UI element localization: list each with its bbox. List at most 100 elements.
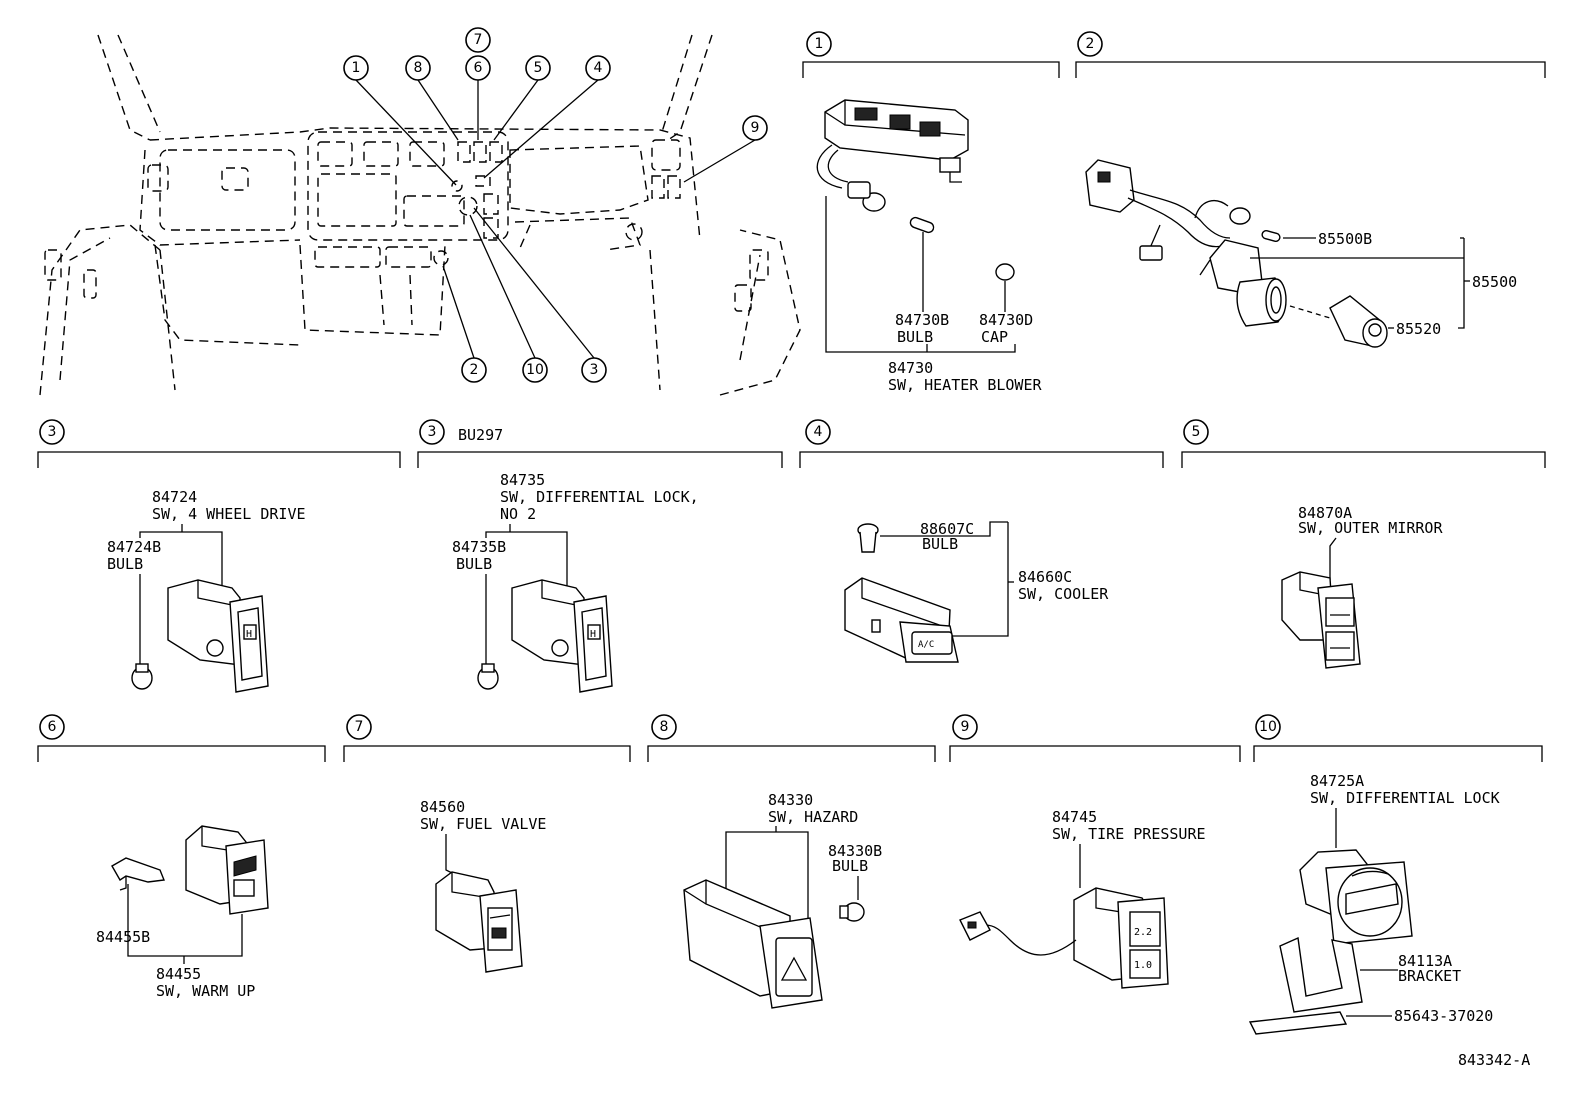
svg-text:7: 7 bbox=[474, 32, 483, 48]
callout-1: 1 bbox=[343, 55, 369, 81]
label-bracket: BRACKET bbox=[1398, 967, 1461, 985]
panel-2-lighter: 85500B 85500 85520 bbox=[1085, 159, 1517, 348]
label-no-2: NO 2 bbox=[500, 505, 536, 523]
panel-1-heater-blower: 84730B BULB 84730D CAP 84730 SW, HEATER … bbox=[816, 99, 1042, 394]
callout-8: 8 bbox=[405, 55, 431, 81]
label-heater-blower: SW, HEATER BLOWER bbox=[888, 376, 1042, 394]
diagram-code: 843342-A bbox=[1458, 1051, 1530, 1069]
label-fuel-valve: SW, FUEL VALVE bbox=[420, 815, 546, 833]
svg-text:3: 3 bbox=[428, 424, 437, 440]
svg-text:8: 8 bbox=[414, 60, 423, 76]
panel-4-cooler: 88607C BULB 84660C SW, COOLER A/C bbox=[844, 520, 1109, 663]
label-84735b: 84735B bbox=[452, 538, 506, 556]
bulb-84724b-drawing bbox=[131, 663, 153, 690]
label-84724: 84724 bbox=[152, 488, 197, 506]
outer-mirror-switch-drawing bbox=[1281, 571, 1361, 669]
svg-text:5: 5 bbox=[1192, 424, 1201, 440]
label-bulb-4: BULB bbox=[922, 535, 958, 553]
label-84725a: 84725A bbox=[1310, 772, 1364, 790]
label-bulb-1: BULB bbox=[897, 328, 933, 346]
label-bulb-3: BULB bbox=[107, 555, 143, 573]
callout-6: 6 bbox=[465, 55, 491, 81]
label-84560: 84560 bbox=[420, 798, 465, 816]
callout-5: 5 bbox=[525, 55, 551, 81]
label-warm-up: SW, WARM UP bbox=[156, 982, 255, 1000]
label-84660c: 84660C bbox=[1018, 568, 1072, 586]
tire-pressure-switch-drawing: 2.2 1.0 bbox=[959, 887, 1169, 989]
panel-3-4wd: 84724 SW, 4 WHEEL DRIVE 84724B BULB H bbox=[107, 488, 306, 693]
bulb-84730b-drawing bbox=[909, 216, 935, 234]
panel-8-hazard: 84330 SW, HAZARD 84330B BULB bbox=[683, 791, 882, 1009]
label-84330: 84330 bbox=[768, 791, 813, 809]
label-84730b: 84730B bbox=[895, 311, 949, 329]
panel-6-warm-up: 84455B 84455 SW, WARM UP bbox=[96, 825, 269, 1000]
svg-text:1: 1 bbox=[352, 60, 361, 76]
svg-text:BU297: BU297 bbox=[458, 426, 503, 444]
label-84455: 84455 bbox=[156, 965, 201, 983]
callout-4: 4 bbox=[585, 55, 611, 81]
label-84735: 84735 bbox=[500, 471, 545, 489]
callout-10: 10 bbox=[522, 357, 548, 383]
panel-headers: 1 2 3 3 BU297 4 5 6 7 8 9 10 bbox=[37, 31, 1546, 762]
label-bulb-3b: BULB bbox=[456, 555, 492, 573]
diff-lock-2-switch-drawing: H bbox=[511, 579, 613, 693]
label-84724b: 84724B bbox=[107, 538, 161, 556]
part-84455b-drawing bbox=[111, 857, 165, 891]
panel-7-fuel-valve: 84560 SW, FUEL VALVE bbox=[420, 798, 546, 973]
label-84745: 84745 bbox=[1052, 808, 1097, 826]
svg-text:2: 2 bbox=[470, 362, 479, 378]
svg-text:2: 2 bbox=[1086, 36, 1095, 52]
label-tire-pressure: SW, TIRE PRESSURE bbox=[1052, 825, 1206, 843]
label-84455b: 84455B bbox=[96, 928, 150, 946]
bulb-88607c-drawing bbox=[857, 523, 879, 553]
bulb-85500b-drawing bbox=[1261, 230, 1281, 242]
svg-text:9: 9 bbox=[961, 719, 970, 735]
label-84730: 84730 bbox=[888, 359, 933, 377]
panel-5-outer-mirror: 84870A SW, OUTER MIRROR bbox=[1281, 504, 1443, 669]
label-84730d: 84730D bbox=[979, 311, 1033, 329]
svg-text:H: H bbox=[590, 629, 596, 640]
svg-text:8: 8 bbox=[660, 719, 669, 735]
label-85500: 85500 bbox=[1472, 273, 1517, 291]
label-84870a: 84870A bbox=[1298, 504, 1352, 522]
svg-text:4: 4 bbox=[814, 424, 823, 440]
label-diff-lock: SW, DIFFERENTIAL LOCK bbox=[1310, 789, 1500, 807]
svg-text:6: 6 bbox=[474, 60, 483, 76]
svg-text:7: 7 bbox=[355, 719, 364, 735]
label-hazard: SW, HAZARD bbox=[768, 808, 858, 826]
label-cooler: SW, COOLER bbox=[1018, 585, 1109, 603]
label-85520: 85520 bbox=[1396, 320, 1441, 338]
cap-84730d-drawing bbox=[995, 263, 1015, 281]
lighter-harness-drawing bbox=[1085, 159, 1287, 327]
label-4-wheel-drive: SW, 4 WHEEL DRIVE bbox=[152, 505, 306, 523]
panel-3b-diff-lock-2: 84735 SW, DIFFERENTIAL LOCK, NO 2 84735B… bbox=[452, 471, 699, 693]
hazard-switch-drawing bbox=[683, 879, 823, 1009]
label-88607c: 88607C bbox=[920, 520, 974, 538]
lighter-knob-drawing bbox=[1329, 295, 1388, 348]
dashboard-overview: 1 8 7 6 5 4 9 2 10 3 bbox=[39, 27, 801, 396]
cooler-switch-drawing: A/C bbox=[844, 577, 959, 663]
svg-text:2.2: 2.2 bbox=[1134, 927, 1152, 938]
callout-9: 9 bbox=[742, 115, 768, 141]
callout-2: 2 bbox=[461, 357, 487, 383]
warm-up-switch-drawing bbox=[185, 825, 269, 915]
label-84330b: 84330B bbox=[828, 842, 882, 860]
label-cap: CAP bbox=[981, 328, 1008, 346]
heater-blower-switch-drawing bbox=[816, 99, 969, 212]
label-outer-mirror: SW, OUTER MIRROR bbox=[1298, 519, 1443, 537]
svg-text:10: 10 bbox=[526, 362, 544, 378]
diff-lock-switch-drawing bbox=[1299, 849, 1413, 945]
callout-3: 3 bbox=[581, 357, 607, 383]
bulb-84330b-drawing bbox=[839, 902, 865, 922]
4wd-switch-drawing: H bbox=[167, 579, 269, 693]
svg-text:1: 1 bbox=[815, 36, 824, 52]
svg-text:4: 4 bbox=[594, 60, 603, 76]
panel-9-tire-pressure: 84745 SW, TIRE PRESSURE 2.2 1.0 bbox=[959, 808, 1206, 989]
label-bulb-8: BULB bbox=[832, 857, 868, 875]
svg-text:H: H bbox=[246, 629, 252, 640]
svg-text:9: 9 bbox=[751, 120, 760, 136]
fuel-valve-switch-drawing bbox=[435, 871, 523, 973]
svg-text:6: 6 bbox=[48, 719, 57, 735]
label-85643-37020: 85643-37020 bbox=[1394, 1007, 1493, 1025]
